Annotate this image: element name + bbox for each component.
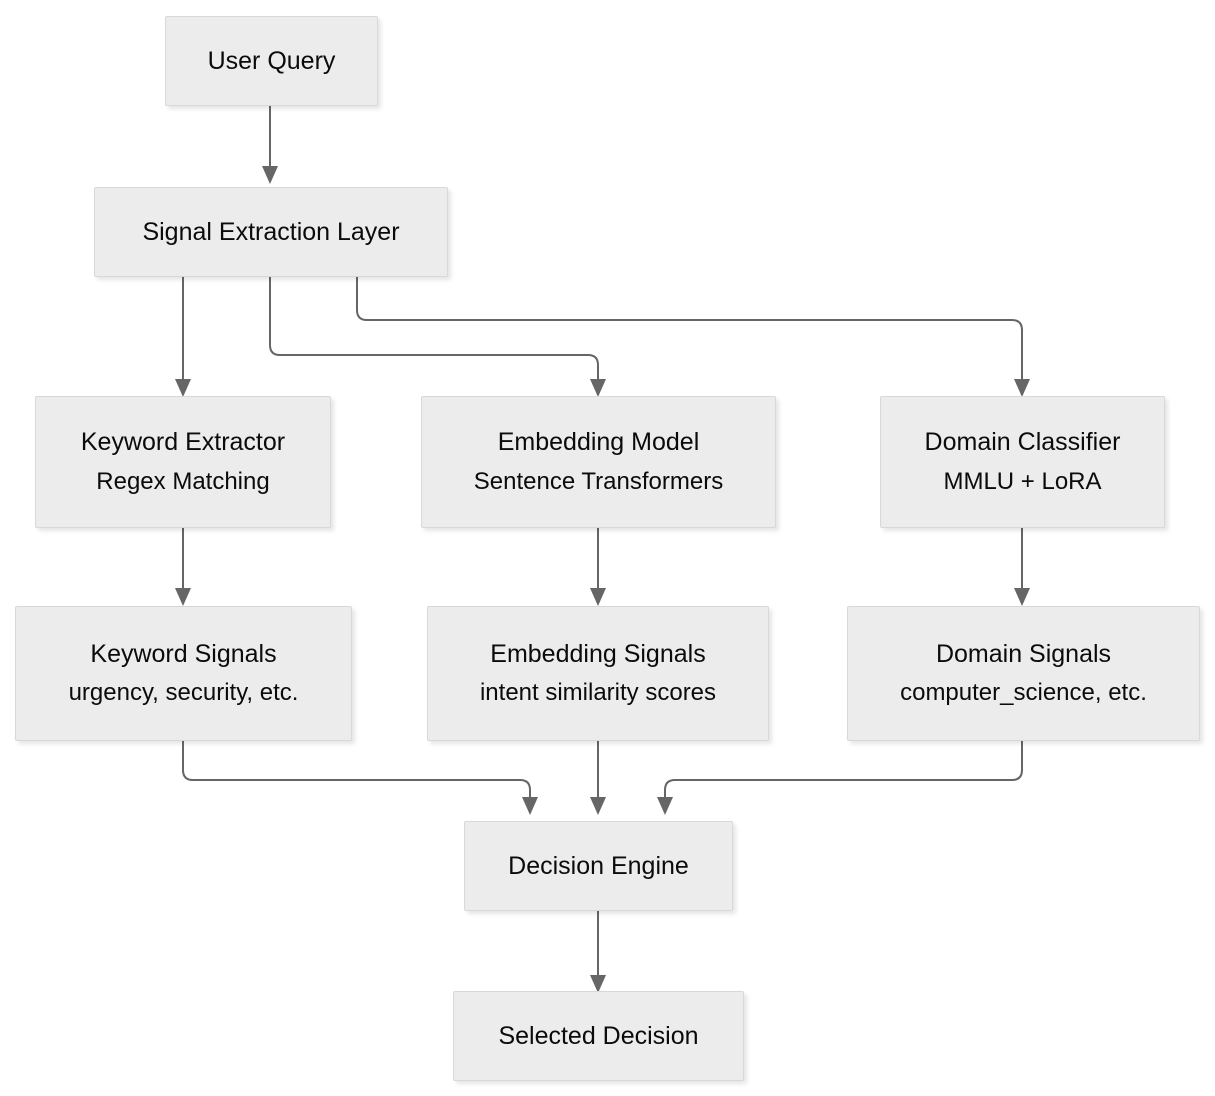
node-keyword-signals-label: Keyword Signals bbox=[90, 639, 277, 668]
node-embedding-model[interactable]: Embedding Model Sentence Transformers bbox=[421, 396, 776, 528]
node-embedding-signals-label: Embedding Signals bbox=[490, 639, 706, 668]
node-signal-extraction-layer-label: Signal Extraction Layer bbox=[142, 217, 400, 246]
node-domain-signals-label: Domain Signals bbox=[935, 639, 1112, 668]
node-keyword-signals-sublabel: urgency, security, etc. bbox=[68, 679, 299, 707]
node-keyword-extractor-label: Keyword Extractor bbox=[80, 428, 286, 457]
node-domain-classifier-sublabel: MMLU + LoRA bbox=[943, 467, 1102, 495]
edge-signal-extraction-to-domain-classifier bbox=[356, 277, 1030, 397]
node-keyword-extractor-sublabel: Regex Matching bbox=[96, 467, 270, 495]
edge-domain-signals-to-decision-engine bbox=[657, 741, 1023, 815]
node-domain-signals[interactable]: Domain Signals computer_science, etc. bbox=[847, 606, 1200, 741]
node-embedding-signals[interactable]: Embedding Signals intent similarity scor… bbox=[427, 606, 769, 741]
node-embedding-model-sublabel: Sentence Transformers bbox=[473, 467, 724, 495]
node-domain-signals-sublabel: computer_science, etc. bbox=[900, 679, 1147, 707]
node-embedding-signals-sublabel: intent similarity scores bbox=[479, 679, 717, 707]
node-selected-decision[interactable]: Selected Decision bbox=[453, 991, 744, 1081]
edge-keyword-signals-to-decision-engine bbox=[182, 741, 538, 815]
node-decision-engine-label: Decision Engine bbox=[508, 851, 689, 880]
node-keyword-extractor[interactable]: Keyword Extractor Regex Matching bbox=[35, 396, 331, 528]
node-signal-extraction-layer[interactable]: Signal Extraction Layer bbox=[94, 187, 448, 277]
node-domain-classifier[interactable]: Domain Classifier MMLU + LoRA bbox=[880, 396, 1165, 528]
node-selected-decision-label: Selected Decision bbox=[498, 1021, 699, 1050]
node-user-query[interactable]: User Query bbox=[165, 16, 378, 106]
node-decision-engine[interactable]: Decision Engine bbox=[464, 821, 733, 911]
node-user-query-label: User Query bbox=[207, 46, 336, 75]
edge-signal-extraction-to-embedding-model bbox=[269, 277, 606, 397]
node-embedding-model-label: Embedding Model bbox=[497, 428, 700, 457]
node-domain-classifier-label: Domain Classifier bbox=[924, 428, 1121, 457]
node-keyword-signals[interactable]: Keyword Signals urgency, security, etc. bbox=[15, 606, 352, 741]
